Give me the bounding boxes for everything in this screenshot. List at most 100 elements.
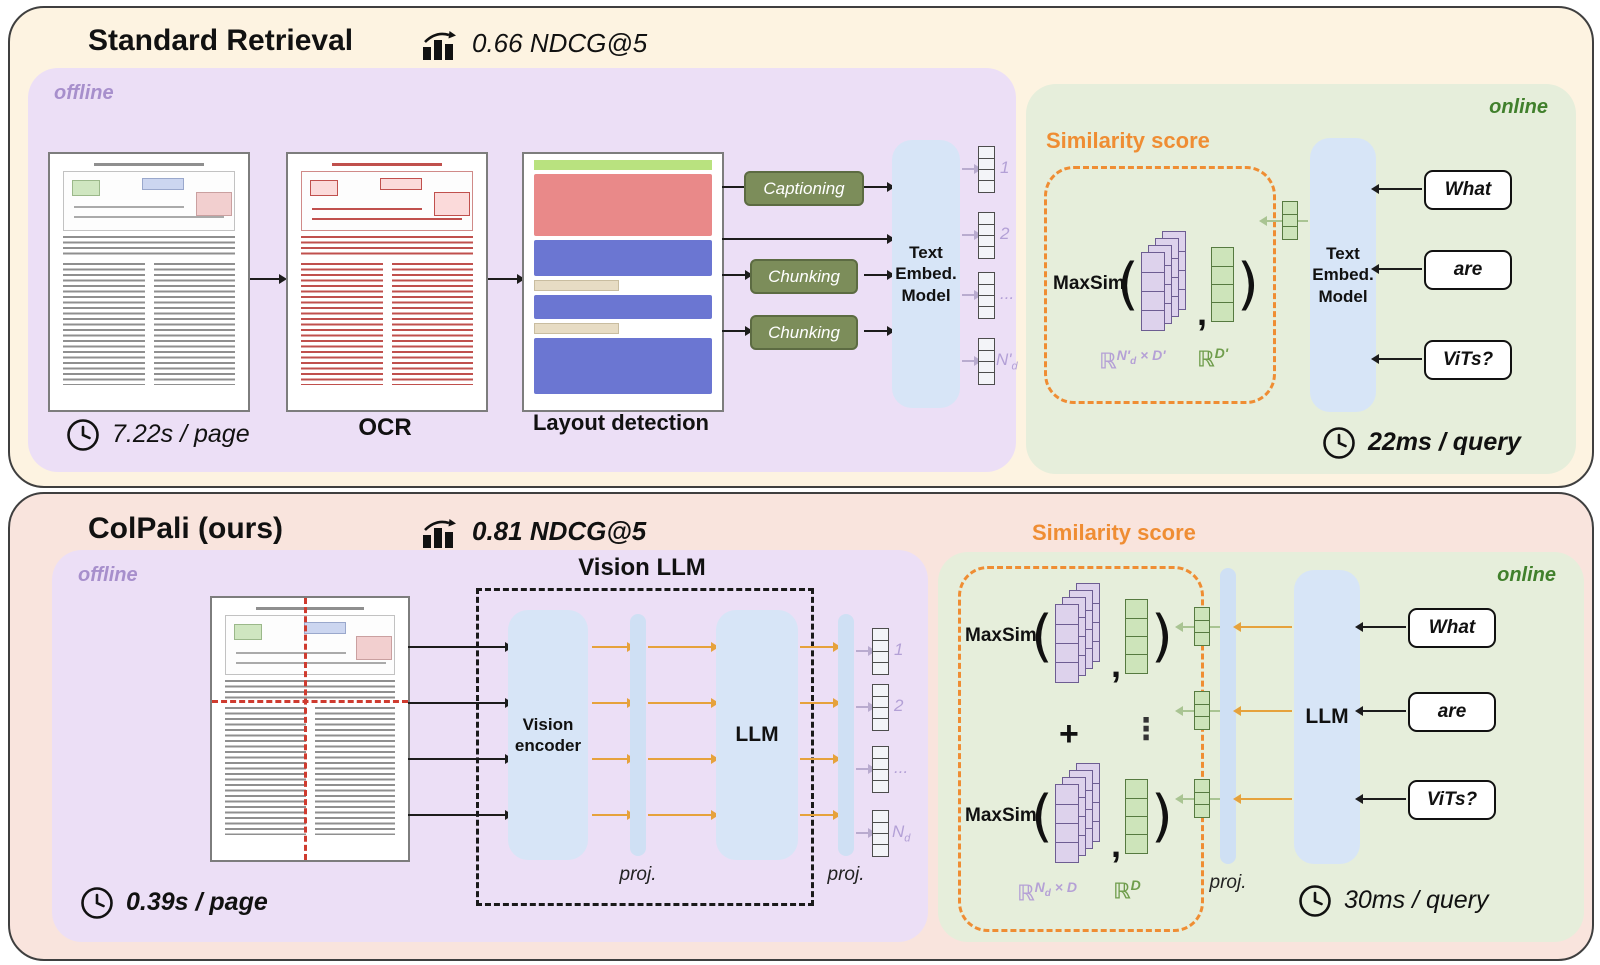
embedding-vector [978, 338, 995, 386]
clock-icon [66, 418, 100, 452]
maxsim-label: MaxSim [1053, 273, 1125, 294]
doc-text-columns [63, 263, 235, 385]
model-label-line: Embed. [1312, 265, 1374, 285]
model-label-line: Model [1318, 286, 1368, 306]
captioning-pill: Captioning [744, 171, 864, 206]
maxsim-box: MaxSim ( , ) + ⋮ MaxSim ( [958, 566, 1204, 932]
query-token: What [1424, 170, 1512, 210]
arrow [1362, 798, 1406, 801]
query-matrix [1125, 599, 1148, 675]
model-label-line: Model [901, 285, 951, 305]
colpali-panel: ColPali (ours) 0.81 NDCG@5 Similarity sc… [8, 492, 1594, 961]
arrow [592, 702, 628, 705]
standard-title: Standard Retrieval [88, 24, 354, 57]
arrow [1240, 710, 1292, 713]
vision-llm-label: Vision LLM [578, 554, 706, 581]
comma: , [1111, 824, 1122, 865]
offline-label: offline [54, 82, 114, 104]
online-label: online [1489, 96, 1548, 118]
arrow [648, 758, 712, 761]
arrow [722, 330, 746, 333]
standard-online-panel: online Similarity score MaxSim ( , ) ℝN'… [1026, 84, 1576, 474]
embedding-vector [978, 212, 995, 260]
model-label-line: Embed. [895, 264, 957, 284]
arrow [408, 814, 506, 817]
layout-paragraph-block [534, 240, 712, 276]
layout-paragraph-block [534, 295, 712, 319]
query-matrix [1125, 779, 1148, 855]
query-token: are [1424, 250, 1512, 290]
embedding-index: 1 [1000, 158, 1010, 177]
maxsim-label: MaxSim [965, 625, 1037, 646]
offline-label: offline [78, 564, 138, 586]
proj-label: proj. [1209, 872, 1247, 893]
arrow [800, 758, 834, 761]
doc-title-line [332, 163, 442, 166]
layout-figure-block [534, 174, 712, 236]
arrow [488, 278, 518, 281]
projection-layer [838, 614, 854, 856]
doc-text-columns [301, 263, 473, 385]
model-label-line: Vision [522, 714, 574, 734]
paren-close: ) [1237, 252, 1259, 317]
similarity-score-title: Similarity score [1032, 520, 1196, 545]
arrow [592, 758, 628, 761]
chunking-pill: Chunking [750, 259, 858, 294]
standard-retrieval-panel: Standard Retrieval 0.66 NDCG@5 offline [8, 6, 1594, 488]
model-label-line: encoder [514, 736, 582, 755]
ocr-label: OCR [358, 414, 412, 441]
query-token: are [1408, 692, 1496, 732]
arrow [864, 330, 888, 333]
layout-caption-chip [534, 323, 620, 334]
layout-caption-chip [534, 280, 620, 291]
layout-detection-label: Layout detection [532, 410, 709, 435]
query-token: ViTs? [1424, 340, 1512, 380]
arrow [1362, 710, 1406, 713]
comma: , [1111, 644, 1122, 685]
colpali-metric: 0.81 NDCG@5 [472, 516, 647, 546]
projection-layer [630, 614, 646, 856]
vector-dimension: ℝD [1113, 877, 1141, 904]
arrow [722, 238, 888, 241]
arrow [648, 646, 712, 649]
arrow [648, 814, 712, 817]
arrow [648, 702, 712, 705]
llm-block: LLM [716, 610, 798, 860]
clock-icon [80, 886, 114, 920]
doc-figure-region [225, 615, 395, 675]
model-label-line: Text [909, 243, 943, 263]
arrow [800, 646, 834, 649]
patch-grid-line [304, 598, 308, 860]
online-latency: 22ms / query [1368, 428, 1521, 456]
arrow [722, 186, 746, 189]
embedding-vector [872, 684, 889, 732]
arrow [864, 186, 888, 189]
arrow [592, 646, 628, 649]
chart-icon [422, 30, 462, 60]
embedding-vector [872, 746, 889, 794]
text-embed-model: Text Embed. Model [892, 140, 960, 408]
offline-latency: 0.39s / page [126, 888, 268, 916]
standard-offline-panel: offline [28, 68, 1018, 472]
model-label-line: LLM [735, 722, 779, 746]
maxsim-box: MaxSim ( , ) ℝN'd × D' ℝD' [1044, 166, 1276, 404]
proj-label: proj. [619, 864, 657, 885]
arrow [722, 274, 746, 277]
text-embed-model: Text Embed. Model [1310, 138, 1376, 412]
arrow [1378, 188, 1422, 191]
embedding-index: 2 [894, 696, 904, 715]
arrow [962, 234, 975, 237]
arrow [592, 814, 628, 817]
colpali-title: ColPali (ours) [88, 512, 284, 545]
arrow [856, 832, 869, 835]
offline-latency: 7.22s / page [112, 420, 250, 448]
arrow [1378, 268, 1422, 271]
query-embedding-vector [1282, 201, 1298, 240]
document-matrix-stack [1141, 231, 1195, 335]
query-matrix [1211, 247, 1234, 323]
standard-metric: 0.66 NDCG@5 [472, 28, 648, 58]
layout-detection-thumbnail [522, 152, 724, 412]
arrow [962, 294, 975, 297]
query-embedding-vector [1194, 607, 1210, 646]
document-page-thumbnail [48, 152, 250, 412]
